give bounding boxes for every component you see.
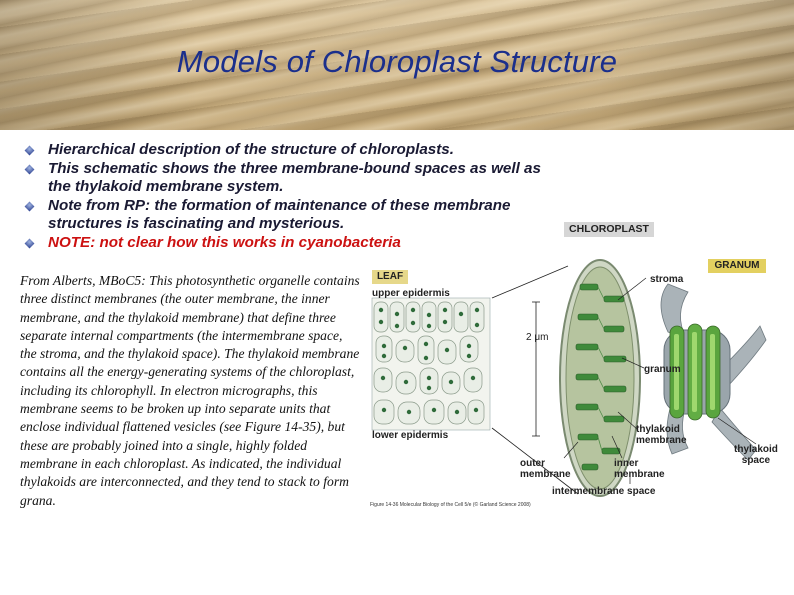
sand-banner [0, 0, 794, 130]
bullet-icon [24, 238, 35, 248]
bullet-list: Hierarchical description of the structur… [24, 141, 544, 252]
intermembrane-space-label: intermembrane space [552, 486, 656, 497]
upper-epidermis-label: upper epidermis [372, 288, 450, 299]
thylakoid-space-label: thylakoid space [734, 444, 778, 466]
stroma-label: stroma [650, 274, 684, 285]
chloroplast-diagram [371, 259, 767, 497]
bullet-icon [24, 201, 35, 211]
leaf-section [371, 297, 491, 431]
bullet-item: This schematic shows the three membrane-… [24, 160, 544, 197]
bullet-item: NOTE: not clear how this works in cyanob… [24, 234, 544, 253]
bullet-item: Note from RP: the formation of maintenan… [24, 197, 544, 234]
figure-caption: Figure 14-36 Molecular Biology of the Ce… [370, 502, 531, 508]
bullet-icon [24, 164, 35, 174]
granum-label: granum [644, 364, 681, 375]
granum-tag: GRANUM [708, 259, 766, 273]
bullet-item: Hierarchical description of the structur… [24, 141, 544, 160]
inner-membrane-label: inner membrane [614, 458, 665, 480]
lower-epidermis-label: lower epidermis [372, 430, 449, 441]
scale-label: 2 μm [526, 332, 549, 343]
slide-title: Models of Chloroplast Structure [176, 44, 618, 79]
bullet-icon [24, 145, 35, 156]
alberts-quote: From Alberts, MBoC5: This photosynthetic… [20, 273, 360, 508]
chloroplast-tag: CHLOROPLAST [564, 222, 654, 237]
chloroplast-figure: CHLOROPLAST GRANUM LEAF [368, 222, 778, 512]
banner-shade [0, 0, 794, 130]
thylakoid-membrane-label: thylakoid membrane [636, 424, 687, 446]
leaf-tag: LEAF [372, 270, 408, 284]
chloroplast-body [559, 259, 641, 497]
granum-stack [660, 283, 767, 461]
outer-membrane-label: outer membrane [520, 458, 571, 480]
